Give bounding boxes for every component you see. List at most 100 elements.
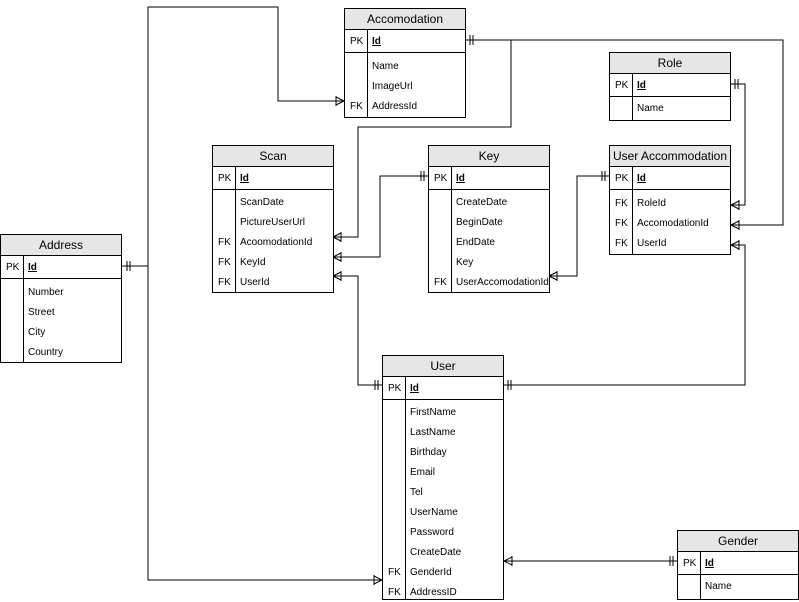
pk-label: PK	[388, 382, 402, 394]
field-name: BeginDate	[456, 216, 503, 228]
fk-label: FK	[388, 566, 401, 578]
field-row: ScanDate	[213, 192, 333, 212]
key-column-divider	[632, 74, 633, 120]
pk-label: PK	[6, 261, 20, 273]
field-row: CreateDate	[383, 542, 503, 562]
field-name: Number	[28, 286, 64, 298]
connector-scan-user	[332, 271, 382, 390]
pk-field: Id	[705, 557, 714, 569]
entity-accomodation[interactable]: Accomodation PK Id Name ImageUrl FK Addr…	[344, 8, 466, 118]
fk-label: FK	[218, 256, 231, 268]
field-name: AcoomodationId	[240, 236, 313, 248]
pk-label: PK	[350, 35, 364, 47]
field-name: Name	[705, 580, 732, 592]
field-name: Password	[410, 526, 454, 538]
field-row: FK UserAccomodationId	[429, 272, 549, 292]
field-row: Email	[383, 462, 503, 482]
fk-label: FK	[218, 276, 231, 288]
entity-title: Gender	[678, 531, 798, 552]
field-row: FK UserId	[213, 272, 333, 292]
field-row: Street	[1, 302, 121, 322]
field-name: FirstName	[410, 406, 457, 418]
field-name: AccomodationId	[637, 217, 709, 229]
connector-useraccommodation-accomodation	[466, 39, 784, 230]
field-row: Password	[383, 522, 503, 542]
pk-row: PK Id	[345, 30, 465, 53]
field-name: Name	[637, 102, 664, 114]
fk-label: FK	[388, 586, 401, 598]
field-name: PictureUserUrl	[240, 216, 306, 228]
field-row: CreateDate	[429, 192, 549, 212]
field-name: UserId	[637, 237, 667, 249]
field-name: UserName	[410, 506, 458, 518]
pk-field: Id	[637, 172, 646, 184]
pk-row: PK Id	[1, 256, 121, 279]
pk-row: PK Id	[213, 167, 333, 190]
field-name: UserAccomodationId	[456, 276, 549, 288]
pk-label: PK	[434, 172, 448, 184]
field-row: Name	[345, 56, 465, 76]
entity-user-accommodation[interactable]: User Accommodation PK Id FK RoleId FK Ac…	[609, 145, 731, 255]
fk-label: FK	[434, 276, 447, 288]
connector-user-address	[147, 266, 383, 585]
field-row: LastName	[383, 422, 503, 442]
field-row: FK GenderId	[383, 562, 503, 582]
field-name: EndDate	[456, 236, 495, 248]
connector-scan-key	[332, 171, 428, 262]
field-row: BeginDate	[429, 212, 549, 232]
fk-label: FK	[615, 237, 628, 249]
pk-label: PK	[218, 172, 232, 184]
connector-user-gender	[503, 556, 677, 566]
field-row: City	[1, 322, 121, 342]
field-row: FK AccomodationId	[610, 213, 730, 233]
pk-label: PK	[615, 172, 629, 184]
field-name: Email	[410, 466, 436, 478]
pk-field: Id	[410, 382, 419, 394]
field-row: Number	[1, 282, 121, 302]
field-name: ScanDate	[240, 196, 284, 208]
field-row: PictureUserUrl	[213, 212, 333, 232]
field-row: FK AcoomodationId	[213, 232, 333, 252]
field-row: Key	[429, 252, 549, 272]
field-name: CreateDate	[410, 546, 462, 558]
pk-row: PK Id	[383, 377, 503, 400]
entity-title: Scan	[213, 146, 333, 167]
pk-row: PK Id	[610, 167, 730, 190]
field-name: UserId	[240, 276, 270, 288]
entity-user[interactable]: User PK Id FirstName LastName Birthday E…	[382, 355, 504, 600]
entity-title: Accomodation	[345, 9, 465, 30]
entity-title: Address	[1, 235, 121, 256]
pk-field: Id	[28, 261, 37, 273]
connector-useraccommodation-user	[504, 240, 746, 390]
field-row: Name	[610, 98, 730, 118]
field-row: Birthday	[383, 442, 503, 462]
entity-scan[interactable]: Scan PK Id ScanDate PictureUserUrl FK Ac…	[212, 145, 334, 293]
entity-address[interactable]: Address PK Id Number Street City Country	[0, 234, 122, 363]
field-name: AddressID	[410, 586, 457, 598]
entity-key[interactable]: Key PK Id CreateDate BeginDate EndDate K…	[428, 145, 550, 293]
field-name: Birthday	[410, 446, 447, 458]
field-name: RoleId	[637, 197, 666, 209]
field-name: Name	[372, 60, 399, 72]
connector-accomodation-address	[122, 6, 345, 271]
field-name: LastName	[410, 426, 456, 438]
pk-row: PK Id	[678, 552, 798, 575]
entity-gender[interactable]: Gender PK Id Name	[677, 530, 799, 600]
connector-key-useraccommodation	[548, 171, 609, 281]
entity-role[interactable]: Role PK Id Name	[609, 52, 731, 121]
pk-row: PK Id	[610, 74, 730, 97]
field-row: FK AddressId	[345, 96, 465, 116]
field-row: FirstName	[383, 402, 503, 422]
field-name: Country	[28, 346, 64, 358]
entity-title: User	[383, 356, 503, 377]
field-row: FK RoleId	[610, 193, 730, 213]
key-column-divider	[405, 377, 406, 599]
field-row: Country	[1, 342, 121, 362]
pk-field: Id	[456, 172, 465, 184]
key-column-divider	[235, 167, 236, 292]
field-name: ImageUrl	[372, 80, 413, 92]
fk-label: FK	[350, 100, 363, 112]
field-name: GenderId	[410, 566, 452, 578]
key-column-divider	[632, 167, 633, 254]
